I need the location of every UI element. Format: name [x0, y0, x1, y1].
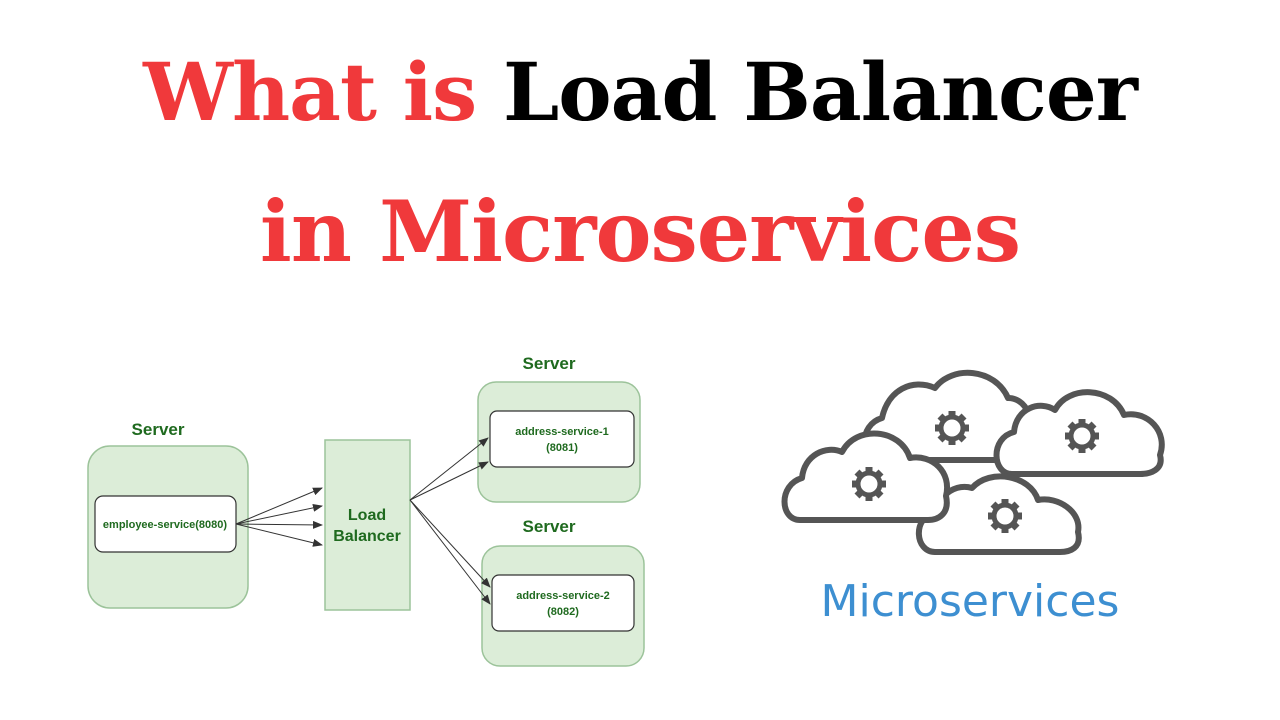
cloud-left-icon	[781, 430, 951, 523]
bottom-server-label: Server	[523, 517, 576, 536]
arrow-to-service-1a	[409, 437, 489, 501]
title-line-2: in Microservices	[259, 182, 1021, 281]
address-service-2-name: address-service-2	[516, 590, 610, 602]
load-balancer-diagram: Server employee-service(8080) Load Balan…	[87, 348, 648, 670]
address-service-1-name: address-service-1	[515, 426, 609, 438]
cloud-right-icon	[993, 389, 1165, 477]
address-service-2-box	[491, 574, 635, 632]
arrow-to-lb-1	[235, 487, 323, 525]
arrow-to-service-1b	[409, 461, 489, 501]
address-service-1-port: (8081)	[546, 442, 578, 454]
microservices-graphic: Microservices	[738, 362, 1208, 642]
address-service-1-box	[489, 410, 635, 468]
title-load-balancer: Load Balancer	[503, 45, 1138, 139]
load-balancer-label-line-2: Balancer	[333, 528, 401, 545]
arrows-to-load-balancer	[235, 487, 323, 547]
left-server-label: Server	[132, 420, 185, 439]
microservices-caption: Microservices	[821, 576, 1120, 627]
load-balancer-label-line-1: Load	[348, 507, 386, 524]
title-line-1: What is Load Balancer	[0, 52, 1280, 132]
arrow-to-service-2b	[409, 499, 491, 605]
address-service-2-port: (8082)	[547, 606, 579, 618]
arrow-to-service-2a	[409, 499, 491, 588]
arrow-to-lb-3	[235, 520, 323, 529]
top-server-label: Server	[523, 354, 576, 373]
arrow-to-lb-2	[235, 503, 323, 525]
arrows-to-services	[409, 437, 491, 605]
arrow-to-lb-4	[235, 523, 323, 547]
employee-service-label: employee-service(8080)	[103, 519, 227, 531]
load-balancer-box	[324, 439, 411, 611]
title-what-is: What is	[143, 45, 477, 139]
